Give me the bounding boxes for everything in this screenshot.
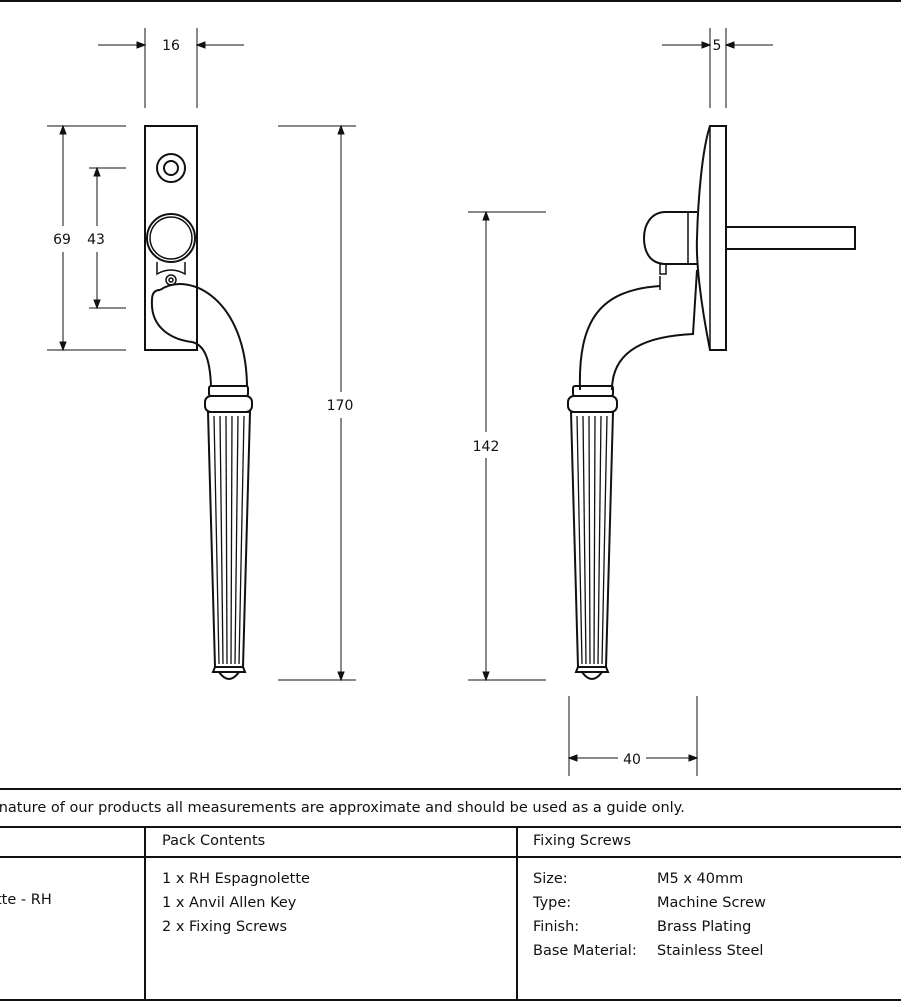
table-header-row — [0, 828, 901, 858]
spindle-boss — [146, 213, 196, 263]
end-cap — [218, 671, 240, 680]
arm-tip — [151, 289, 161, 301]
spec-label: Type: — [533, 895, 572, 911]
collar — [204, 395, 253, 413]
side-plate — [695, 125, 727, 351]
spec-value: M5 x 40mm — [657, 871, 744, 887]
dim-front-width: 16 — [162, 38, 180, 54]
side-dimensions — [468, 28, 773, 776]
spec-row: Finish: Brass Plating — [533, 915, 766, 939]
grip-flutes — [213, 415, 245, 665]
spindle-boss-inner — [149, 216, 193, 260]
pack-contents-header: Pack Contents — [162, 833, 266, 849]
side-end-cap — [581, 671, 603, 680]
end-band — [211, 666, 247, 673]
list-item: 2 x Fixing Screws — [162, 919, 288, 935]
dim-projection: 40 — [623, 752, 641, 768]
spec-row: Base Material: Stainless Steel — [533, 939, 766, 963]
side-grip-flutes — [576, 415, 608, 665]
side-arm-inner — [611, 269, 698, 391]
spec-label: Finish: — [533, 919, 580, 935]
arm-outer — [159, 283, 248, 387]
side-collar — [567, 395, 618, 413]
side-arm-outer — [578, 285, 661, 391]
dim-plate-thickness: 5 — [713, 38, 722, 54]
fixing-screws-specs: Size: M5 x 40mm Type: Machine Screw Fini… — [533, 867, 766, 963]
product-name-fragment: tte - RH — [0, 892, 52, 908]
grub-screw-inner — [168, 277, 174, 283]
measurement-notice: ed nature of our products all measuremen… — [0, 788, 901, 828]
spec-value: Machine Screw — [657, 895, 766, 911]
backplate — [144, 125, 198, 351]
spindle — [725, 226, 856, 250]
front-dimensions — [47, 28, 356, 682]
fixing-screws-header: Fixing Screws — [533, 833, 632, 849]
spec-label: Base Material: — [533, 943, 637, 959]
side-view — [567, 125, 856, 680]
spec-value: Brass Plating — [657, 919, 752, 935]
dim-backplate-height: 69 — [53, 232, 71, 248]
spec-value: Stainless Steel — [657, 943, 764, 959]
spec-table: Pack Contents Fixing Screws tte - RH 1 x… — [0, 828, 901, 1001]
front-view — [144, 125, 253, 680]
top-border — [0, 0, 901, 2]
table-divider-1 — [144, 828, 146, 999]
side-boss — [642, 211, 697, 265]
dim-side-height: 142 — [473, 439, 500, 455]
pack-contents-list: 1 x RH Espagnolette 1 x Anvil Allen Key … — [162, 867, 310, 939]
technical-drawing: 16 69 43 170 — [0, 0, 901, 776]
lug — [156, 262, 186, 276]
spec-label: Size: — [533, 871, 568, 887]
table-divider-2 — [516, 828, 518, 999]
list-item: 1 x RH Espagnolette — [162, 871, 310, 887]
screw-hole-outer — [156, 153, 186, 183]
spec-row: Size: M5 x 40mm — [533, 867, 766, 891]
arm-inner — [150, 299, 212, 387]
side-end-band — [574, 666, 610, 673]
collar-top — [208, 385, 249, 397]
list-item: 1 x Anvil Allen Key — [162, 895, 297, 911]
dim-overall-height: 170 — [327, 398, 354, 414]
notice-text: ed nature of our products all measuremen… — [0, 800, 685, 816]
side-lug — [659, 263, 667, 275]
dim-spindle-offset: 43 — [87, 232, 105, 248]
screw-hole-inner — [163, 160, 179, 176]
spec-row: Type: Machine Screw — [533, 891, 766, 915]
